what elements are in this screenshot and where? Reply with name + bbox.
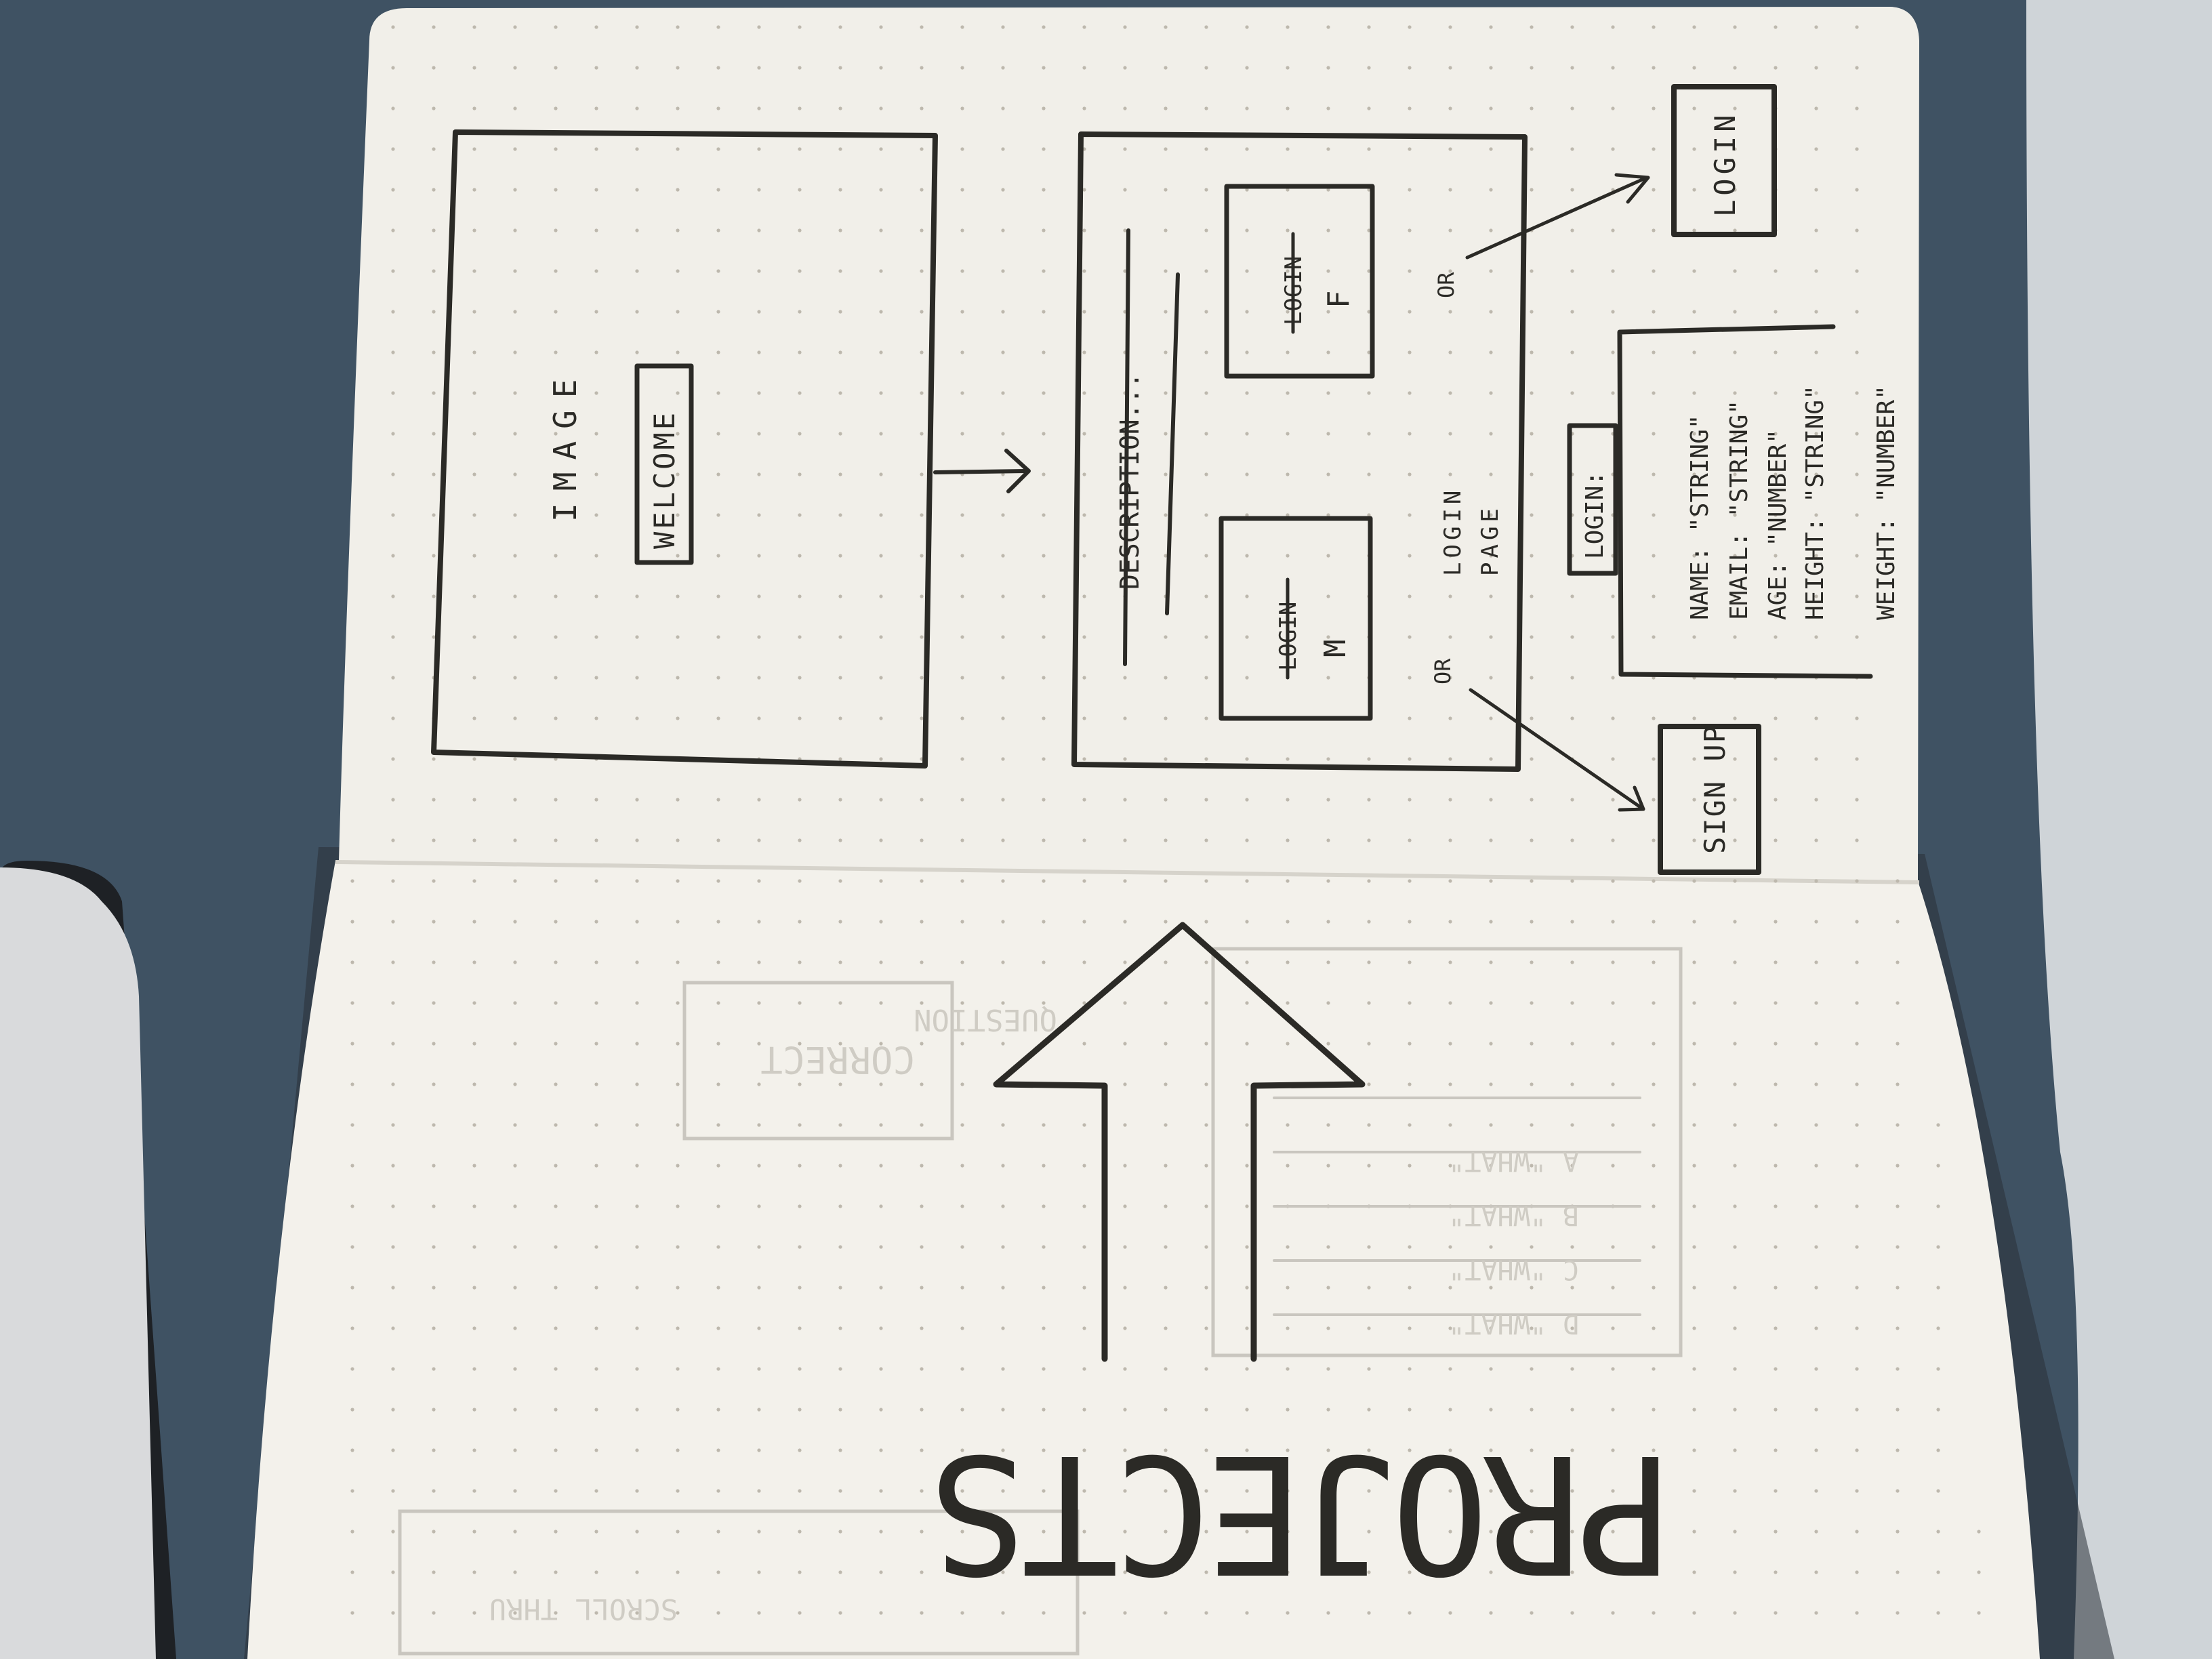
description-line-2 xyxy=(1165,272,1180,615)
laptop-corner xyxy=(0,867,156,1659)
login-page-sketch: DESCRIPTION... LOGIN F LOGIN M LOGIN PAG… xyxy=(1071,131,1528,772)
ghost-page: QUESTION CORRECT A "WHAT" B "WHAT" C "WH… xyxy=(398,947,1683,1656)
ghost-option-c: C "WHAT" xyxy=(1448,1254,1579,1285)
signup-button[interactable] xyxy=(1658,724,1761,875)
form-field-name: NAME: "STRING" xyxy=(1686,415,1714,620)
form-field-email: EMAIL: "STRING" xyxy=(1725,400,1753,620)
flow-arrow-login xyxy=(1465,173,1650,260)
form-field-height: HEIGHT: "STRING" xyxy=(1801,385,1829,620)
or-bottom: OR xyxy=(1430,658,1456,684)
login-form-sketch: LOGIN: NAME: "STRING" EMAIL: "STRING" AG… xyxy=(1567,324,1900,679)
login-page-title-line2: PAGE xyxy=(1477,504,1504,576)
or-top: OR xyxy=(1433,272,1459,298)
image-label: IMAGE xyxy=(547,367,583,522)
ghost-scroll-text: SCROLL THRU xyxy=(489,1593,678,1626)
login-f-button[interactable] xyxy=(1224,184,1375,379)
login-form-bracket xyxy=(1617,324,1873,679)
ghost-correct: CORRECT xyxy=(760,1038,915,1081)
description-line-1 xyxy=(1123,228,1130,666)
flow-arrow-right xyxy=(933,449,1031,493)
login-form-heading-box xyxy=(1567,423,1618,576)
projects-title: PROJECTS xyxy=(934,1418,1674,1608)
login-page-title-line1: LOGIN xyxy=(1439,487,1467,576)
ghost-option-a: A "WHAT" xyxy=(1448,1145,1579,1176)
ghost-question-box xyxy=(1211,947,1683,1357)
ghost-question: QUESTION xyxy=(914,1002,1057,1037)
ghost-option-b: B "WHAT" xyxy=(1448,1200,1579,1231)
description-text: DESCRIPTION... xyxy=(1115,373,1145,590)
login-button-sketch: LOGIN xyxy=(1671,84,1777,237)
welcome-screen-frame xyxy=(431,129,938,769)
lower-page xyxy=(247,861,2040,1659)
login-f-letter: F xyxy=(1322,291,1356,309)
login-m-button[interactable] xyxy=(1218,516,1373,721)
welcome-button-label: WELCOME xyxy=(648,410,681,549)
spine-fold xyxy=(335,860,1920,884)
dot-grid xyxy=(350,25,1981,1615)
login-page-frame xyxy=(1071,131,1528,772)
login-button-label: LOGIN xyxy=(1708,111,1742,217)
form-field-age: AGE: "NUMBER" xyxy=(1764,429,1792,620)
login-m-letter: M xyxy=(1318,640,1353,658)
signup-button-label: SIGN UP xyxy=(1698,724,1732,854)
flow-arrow-signup xyxy=(1469,688,1645,812)
big-up-arrow xyxy=(993,922,1366,1362)
ghost-correct-box xyxy=(682,981,954,1141)
ghost-scroll-box xyxy=(398,1509,1080,1656)
welcome-button[interactable] xyxy=(634,363,694,565)
ghost-option-d: D "WHAT" xyxy=(1448,1308,1579,1339)
login-button[interactable] xyxy=(1671,84,1777,237)
side-object xyxy=(2026,0,2212,1659)
form-field-weight: WEIGHT: "NUMBER" xyxy=(1872,385,1900,620)
signup-button-sketch: SIGN UP xyxy=(1658,724,1761,875)
welcome-screen-sketch: IMAGE WELCOME xyxy=(431,129,938,769)
login-form-heading: LOGIN: xyxy=(1581,471,1609,559)
